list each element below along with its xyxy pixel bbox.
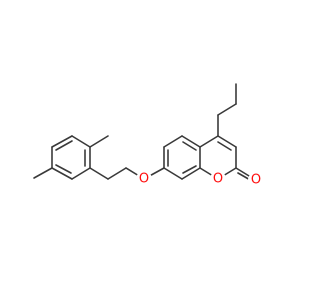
- bond: [33, 167, 53, 179]
- bond: [163, 167, 183, 180]
- ether-oxygen-label: O: [139, 172, 149, 187]
- bond: [89, 135, 109, 148]
- bond: [51, 135, 73, 148]
- bond: [163, 135, 183, 148]
- bond: [71, 167, 91, 180]
- bond: [182, 165, 197, 174]
- carbonyl-oxygen-label: O: [251, 173, 261, 188]
- bond: [181, 135, 201, 148]
- bond-layer: [33, 83, 255, 182]
- bond: [182, 141, 197, 151]
- atom-layer: O O O: [136, 171, 264, 188]
- bond: [217, 103, 237, 116]
- bond: [217, 141, 232, 151]
- bond: [217, 135, 237, 148]
- molecule-diagram: O O O: [33, 83, 264, 188]
- bond: [89, 167, 109, 180]
- bond: [199, 135, 219, 148]
- bond: [55, 140, 73, 151]
- structure-canvas: O O O: [33, 83, 264, 188]
- bond: [51, 167, 73, 180]
- atom-background: [248, 172, 264, 188]
- bond: [71, 135, 91, 148]
- atom-background: [210, 171, 226, 187]
- bond: [55, 164, 72, 174]
- ring-oxygen-label: O: [213, 172, 223, 187]
- bond: [107, 167, 127, 180]
- bond: [181, 167, 201, 180]
- atom-background: [136, 171, 152, 187]
